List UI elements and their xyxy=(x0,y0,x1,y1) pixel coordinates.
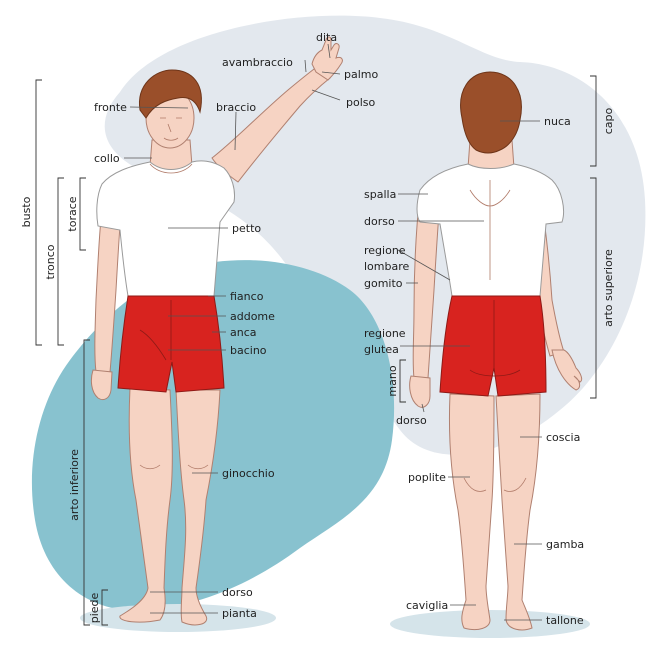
label-regione-lombare-2: lombare xyxy=(364,260,410,273)
label-piede: piede xyxy=(88,592,101,623)
label-tallone: tallone xyxy=(546,614,584,627)
label-fianco: fianco xyxy=(230,290,264,303)
label-gomito: gomito xyxy=(364,277,403,290)
label-spalla: spalla xyxy=(364,188,396,201)
front-collar-line xyxy=(149,163,193,174)
front-leg-right xyxy=(175,389,221,626)
bracket-torace xyxy=(79,177,86,251)
front-raised-arm xyxy=(211,65,331,183)
brackets xyxy=(35,75,597,626)
front-knee-detail xyxy=(139,464,209,470)
label-regione-lombare-1: regione xyxy=(364,244,406,257)
front-figure xyxy=(90,36,343,626)
back-leg-right xyxy=(495,393,541,631)
label-arto-inferiore: arto inferiore xyxy=(68,449,81,521)
back-spine-line xyxy=(469,180,511,280)
front-shirt xyxy=(96,160,235,297)
label-braccio: braccio xyxy=(216,101,256,114)
label-busto: busto xyxy=(20,196,33,227)
label-arto-superiore: arto superiore xyxy=(602,249,615,327)
label-capo: capo xyxy=(602,107,615,134)
label-ginocchio: ginocchio xyxy=(222,467,275,480)
front-leg-left xyxy=(119,387,173,623)
bracket-capo xyxy=(590,75,597,167)
label-poplite: poplite xyxy=(408,471,446,484)
bracket-busto xyxy=(35,79,42,346)
label-torace: torace xyxy=(66,196,79,231)
front-hair xyxy=(139,69,202,119)
label-coscia: coscia xyxy=(546,431,580,444)
label-dorso: dorso xyxy=(364,215,395,228)
label-dorso-mano: dorso xyxy=(396,414,427,427)
label-mano: mano xyxy=(386,365,399,396)
back-calf-detail xyxy=(463,477,527,492)
label-addome: addome xyxy=(230,310,275,323)
label-anca: anca xyxy=(230,326,257,339)
label-petto: petto xyxy=(232,222,261,235)
label-palmo: palmo xyxy=(344,68,378,81)
back-hand-right xyxy=(551,349,583,391)
label-tronco: tronco xyxy=(44,244,57,279)
label-gamba: gamba xyxy=(546,538,584,551)
back-shorts xyxy=(439,295,547,397)
label-dita: dita xyxy=(316,31,337,44)
front-face-detail xyxy=(160,117,182,141)
bracket-tronco xyxy=(57,177,64,346)
label-regione-glutea-2: glutea xyxy=(364,343,399,356)
label-avambraccio: avambraccio xyxy=(222,56,293,69)
bracket-arto-inferiore xyxy=(83,339,90,626)
label-collo: collo xyxy=(94,152,120,165)
label-nuca: nuca xyxy=(544,115,571,128)
label-dorso-piede: dorso xyxy=(222,586,253,599)
back-hand-left xyxy=(409,375,431,408)
leader-lines xyxy=(124,43,542,621)
label-pianta: pianta xyxy=(222,607,257,620)
label-caviglia: caviglia xyxy=(406,599,448,612)
bracket-mano xyxy=(399,359,406,403)
bracket-piede xyxy=(101,589,108,626)
label-polso: polso xyxy=(346,96,375,109)
label-regione-glutea-1: regione xyxy=(364,327,406,340)
back-figure xyxy=(409,71,583,631)
back-leg-left xyxy=(448,393,495,631)
back-shorts-seam xyxy=(469,300,521,377)
floor-shadow-back xyxy=(390,610,590,638)
back-hair xyxy=(460,71,522,154)
front-hanging-hand xyxy=(90,369,113,401)
bracket-arto-superiore xyxy=(590,177,597,399)
front-raised-hand xyxy=(311,36,343,81)
label-bacino: bacino xyxy=(230,344,267,357)
label-fronte: fronte xyxy=(94,101,127,114)
